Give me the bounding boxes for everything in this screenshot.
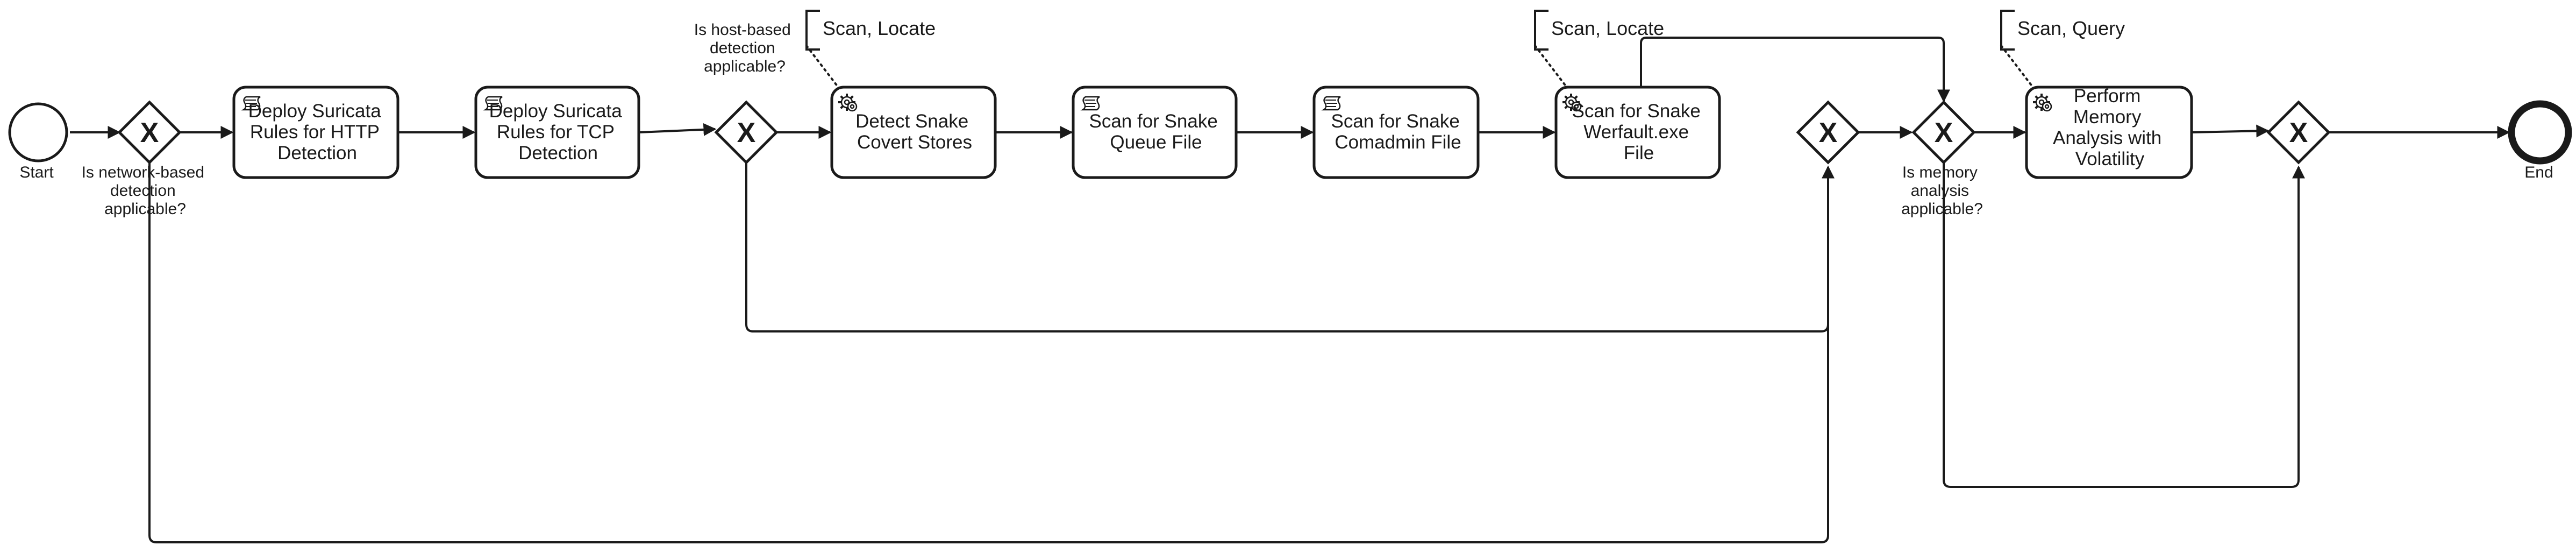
gateway-host-based-label: Is host-based detection applicable? (694, 21, 795, 75)
task-deploy-suricata-http[interactable]: Deploy Suricata Rules for HTTP Detection (232, 86, 399, 179)
task-scan-snake-comadmin-file[interactable]: Scan for Snake Comadmin File (1312, 86, 1480, 179)
task-scan-snake-werfault-file[interactable]: Scan for Snake Werfault.exe File (1554, 86, 1721, 179)
end-event[interactable] (2508, 100, 2572, 165)
flow-werfault-to-memory-gateway (1640, 37, 1950, 103)
gateway-final-join[interactable]: X (2266, 100, 2331, 165)
task-label: Perform Memory Analysis with Volatility (2053, 86, 2167, 169)
gateway-host-join[interactable]: X (1796, 100, 1860, 165)
gateway-memory-analysis[interactable]: X (1911, 100, 1976, 165)
task-detect-snake-covert-stores[interactable]: Detect Snake Covert Stores (830, 86, 997, 179)
gateway-x-marker: X (1819, 117, 1838, 148)
gateway-network-based-label: Is network-based detection applicable? (82, 164, 209, 218)
association-werfault-annotation (1534, 45, 1571, 93)
gateway-host-based[interactable]: X (714, 100, 779, 165)
task-label: Scan for Snake Werfault.exe File (1572, 101, 1706, 164)
gateway-x-marker: X (2289, 117, 2308, 148)
gateway-memory-analysis-label: Is memory analysis applicable? (1901, 164, 1983, 218)
start-event[interactable] (8, 102, 68, 162)
text-annotation-memory-analysis: Scan, Query (2000, 10, 2125, 51)
association-memory-annotation (2000, 45, 2037, 93)
gateway-network-based[interactable]: X (117, 100, 182, 165)
text-annotation-covert-stores: Scan, Locate (805, 10, 936, 51)
task-label: Deploy Suricata Rules for HTTP Detection (248, 101, 387, 164)
task-label: Detect Snake Covert Stores (855, 111, 974, 153)
task-label: Scan for Snake Queue File (1089, 111, 1223, 153)
start-event-label: Start (19, 164, 54, 181)
flow-analysis-to-final-join (2191, 124, 2270, 138)
flow-tcp-to-host-gateway (638, 123, 717, 136)
task-perform-memory-analysis[interactable]: Perform Memory Analysis with Volatility (2025, 86, 2193, 179)
task-label: Deploy Suricata Rules for TCP Detection (489, 101, 627, 164)
association-covert-annotation (805, 45, 843, 93)
svg-text:Scan, Locate: Scan, Locate (1551, 17, 1664, 39)
flow-memory-skip (1943, 162, 2305, 488)
gateway-x-marker: X (737, 117, 756, 148)
flow-host-skip (745, 162, 1829, 332)
task-scan-snake-queue-file[interactable]: Scan for Snake Queue File (1072, 86, 1238, 179)
svg-text:Scan, Locate: Scan, Locate (823, 17, 936, 39)
task-label: Scan for Snake Comadmin File (1331, 111, 1465, 153)
svg-text:Scan, Query: Scan, Query (2017, 17, 2125, 39)
end-event-label: End (2524, 164, 2553, 181)
text-annotation-werfault-file: Scan, Locate (1534, 10, 1664, 51)
gateway-x-marker: X (1935, 117, 1953, 148)
flow-network-skip (148, 162, 1835, 543)
task-deploy-suricata-tcp[interactable]: Deploy Suricata Rules for TCP Detection (474, 86, 640, 179)
gateway-x-marker: X (140, 117, 159, 148)
